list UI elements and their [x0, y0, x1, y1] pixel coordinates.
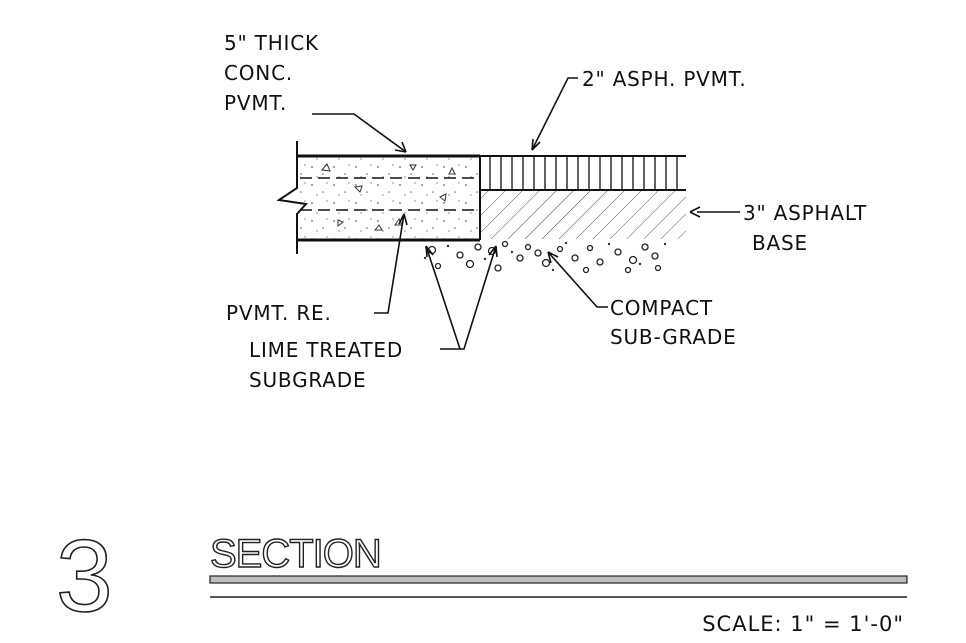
- label-compact: COMPACT: [610, 296, 713, 320]
- label-asphalt-base-1: 3" ASPHALT: [743, 201, 867, 225]
- concrete-slab: [276, 141, 481, 254]
- subgrade-dots: [423, 241, 667, 272]
- detail-number: 3: [56, 519, 113, 633]
- label-lime-treated: LIME TREATED: [249, 338, 403, 362]
- scale-note: SCALE: 1" = 1'-0": [702, 612, 904, 636]
- title-block: 3 SECTION SCALE: 1" = 1'-0": [55, 518, 908, 636]
- label-sub-grade: SUB-GRADE: [610, 325, 737, 349]
- asphalt-pavement-layer: [480, 155, 686, 191]
- callout-labels: 5" THICK CONC. PVMT. 2" ASPH. PVMT. 3" A…: [224, 31, 867, 392]
- leader-lines: [312, 77, 740, 350]
- label-conc-pvmt: PVMT.: [224, 91, 287, 115]
- label-conc: CONC.: [224, 61, 293, 85]
- label-pvmt-re: PVMT. RE.: [226, 301, 332, 325]
- label-asphalt-base-2: BASE: [752, 231, 808, 255]
- compacted-subgrade-circles: [427, 240, 662, 274]
- label-asph-pvmt: 2" ASPH. PVMT.: [582, 67, 747, 91]
- label-conc-thickness: 5" THICK: [224, 31, 319, 55]
- label-subgrade: SUBGRADE: [249, 368, 366, 392]
- asphalt-base-layer: [481, 191, 686, 239]
- detail-title: SECTION: [210, 532, 381, 576]
